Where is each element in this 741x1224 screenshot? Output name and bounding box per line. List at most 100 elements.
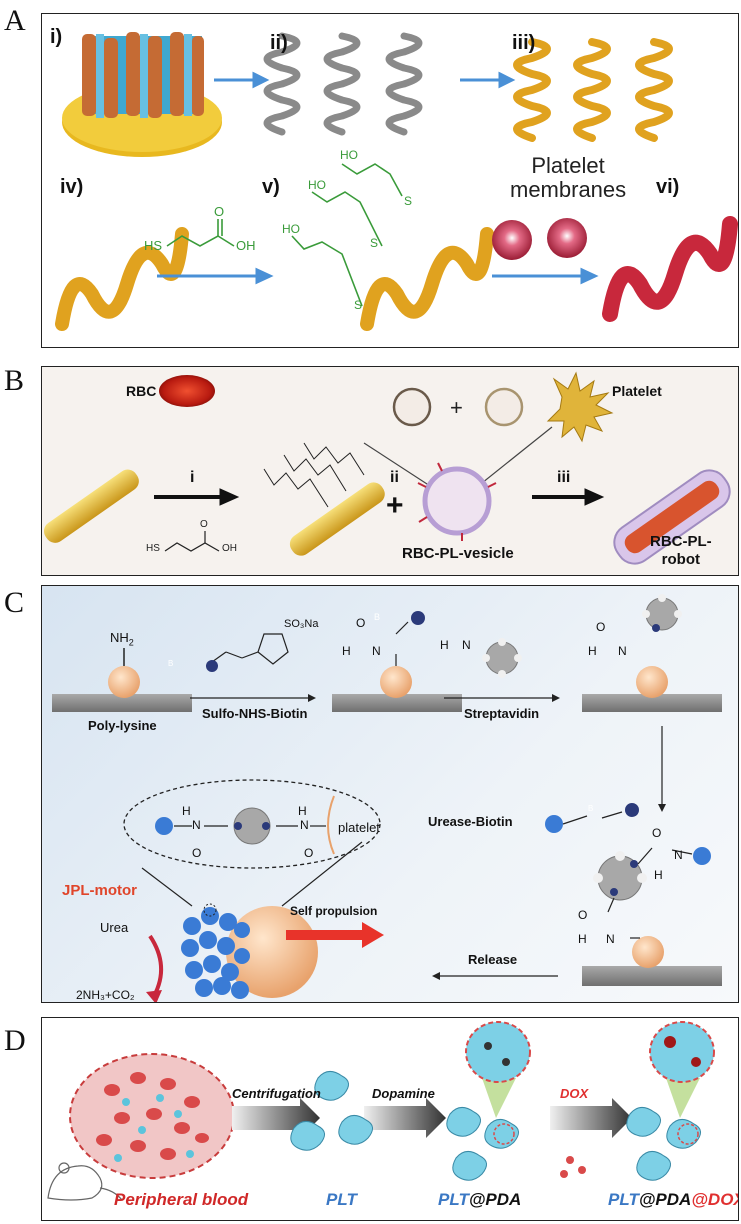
label-plt-pda: PLT@PDA [438, 1190, 521, 1210]
chem-b-2: B [374, 612, 381, 622]
chem-s-a1: S [404, 194, 413, 208]
urease-icon [545, 815, 563, 833]
gold-helices [513, 38, 673, 142]
chem-hs-a: HS [144, 238, 163, 253]
panel-c: NH2 Poly-lysine SO₃Na Sulfo-NHS-Biotin S… [41, 585, 739, 1003]
label-peripheral-blood: Peripheral blood [114, 1190, 249, 1209]
chem-o-a: O [214, 204, 225, 219]
label-platelet-b: Platelet [612, 383, 662, 399]
step-label-a-iii: iii) [512, 32, 536, 54]
chem-n-c1: N [372, 644, 381, 658]
label-dox-arrow: DOX [560, 1086, 589, 1101]
step-b-i: i [190, 469, 195, 486]
chem-ho-a2: HO [308, 178, 326, 192]
plt-pda-dox-part1: PLT [608, 1190, 639, 1209]
platelet-membranes-line2: membranes [510, 177, 627, 202]
platelet-membranes-label: Platelet membranes [510, 154, 626, 202]
label-plt-pda-dox: PLT@PDA@DOX [608, 1190, 738, 1210]
platelet-membranes-line1: Platelet [531, 153, 605, 178]
chem-s-a2: S [370, 236, 379, 250]
plt-pda-part1: PLT [438, 1190, 469, 1209]
mouse-icon [47, 1162, 123, 1201]
chem-o-c1: O [356, 616, 366, 630]
nh2-subscript: 2 [128, 637, 134, 648]
step-label-a-ii: ii) [270, 32, 288, 54]
chem-o-b: O [200, 519, 208, 530]
chem-n-c7: N [674, 848, 683, 862]
label-dopamine: Dopamine [372, 1086, 435, 1101]
nh-text: NH [110, 630, 129, 645]
plt-pda-dox-part3: @DOX [691, 1190, 738, 1209]
label-products: 2NH₃+CO₂ [76, 988, 135, 1002]
chem-h-c6: H [440, 638, 449, 652]
chem-b-3: B [588, 804, 594, 813]
membrane-coated-helix [602, 216, 738, 322]
chem-s-a3: S [354, 298, 363, 312]
label-rbc-pl-vesicle: RBC-PL-vesicle [402, 545, 514, 562]
label-sulfo-nhs-biotin: Sulfo-NHS-Biotin [202, 706, 308, 721]
label-centrifugation: Centrifugation [232, 1086, 321, 1101]
panel-letter-b: B [4, 364, 25, 397]
chem-n-c2: N [618, 644, 627, 658]
step-b-iii: iii [557, 469, 571, 486]
chem-n-c6: N [462, 638, 471, 652]
plt-pda-dox-part2: @PDA [638, 1190, 692, 1209]
chem-so3na: SO₃Na [284, 618, 319, 630]
step-label-a-i: i) [50, 26, 63, 48]
step-b-ii: ii [390, 469, 399, 486]
plus-big: + [386, 489, 404, 522]
label-streptavidin: Streptavidin [464, 706, 540, 721]
plt-pda-part2: @PDA [468, 1190, 522, 1209]
panel-b-illustration [43, 371, 731, 565]
label-platelet-c: platelet [338, 820, 380, 835]
streptavidin-bound-icon [642, 594, 682, 632]
chem-n-c4: N [192, 818, 201, 832]
panel-a: i) ii) iii) iv) v) vi) HS O OH HO HO HO … [41, 13, 739, 348]
robot-line1: RBC-PL- [650, 533, 712, 550]
chem-oh-a: OH [236, 238, 256, 253]
chem-ho-a1: HO [340, 148, 358, 162]
chem-o-c6: O [304, 846, 314, 860]
panel-c-illustration [52, 594, 722, 1002]
chem-h-c4: H [182, 804, 191, 818]
chem-hs-b: HS [146, 543, 160, 554]
label-release: Release [468, 952, 518, 967]
step-label-a-v: v) [262, 176, 280, 198]
label-plt: PLT [326, 1190, 357, 1209]
label-rbc-pl-robot: RBC-PL- robot [650, 533, 712, 569]
label-urease-biotin: Urease-Biotin [428, 814, 513, 829]
panel-letter-c: C [4, 586, 25, 619]
grey-helices [263, 32, 423, 136]
helix-array-on-substrate [62, 32, 222, 157]
streptavidin-icon [482, 638, 522, 678]
chem-h-c2: H [588, 644, 597, 658]
step-label-a-iv: iv) [60, 176, 84, 198]
label-poly-lysine: Poly-lysine [88, 718, 157, 733]
chem-o-c5: O [192, 846, 202, 860]
chem-o-c4: O [578, 908, 588, 922]
chem-o-c2: O [596, 620, 606, 634]
robot-line2: robot [661, 551, 700, 568]
panel-letter-d: D [4, 1024, 26, 1057]
chem-nh2: NH2 [110, 630, 134, 648]
chem-oh-b: OH [222, 543, 237, 554]
chem-n-c5: N [300, 818, 309, 832]
label-rbc: RBC [126, 383, 157, 399]
plus-small: + [450, 395, 463, 420]
label-urea: Urea [100, 920, 129, 935]
step-label-a-vi: vi) [656, 176, 680, 198]
chem-h-c7: H [654, 868, 663, 882]
platelet-illustration [546, 371, 614, 443]
panel-a-illustration [55, 32, 738, 331]
chem-n-c3: N [606, 932, 615, 946]
gold-helix-iv [55, 227, 189, 331]
panel-d: Centrifugation Dopamine DOX Peripheral b… [41, 1017, 739, 1221]
panel-d-illustration [47, 1021, 715, 1201]
chem-h-c3: H [578, 932, 587, 946]
chem-o-c3: O [652, 826, 662, 840]
label-self-propulsion: Self propulsion [290, 904, 378, 918]
streptavidin-final-icon [593, 851, 647, 901]
label-jpl-motor: JPL-motor [62, 882, 137, 899]
chem-h-c1: H [342, 644, 351, 658]
chem-h-c5: H [298, 804, 307, 818]
